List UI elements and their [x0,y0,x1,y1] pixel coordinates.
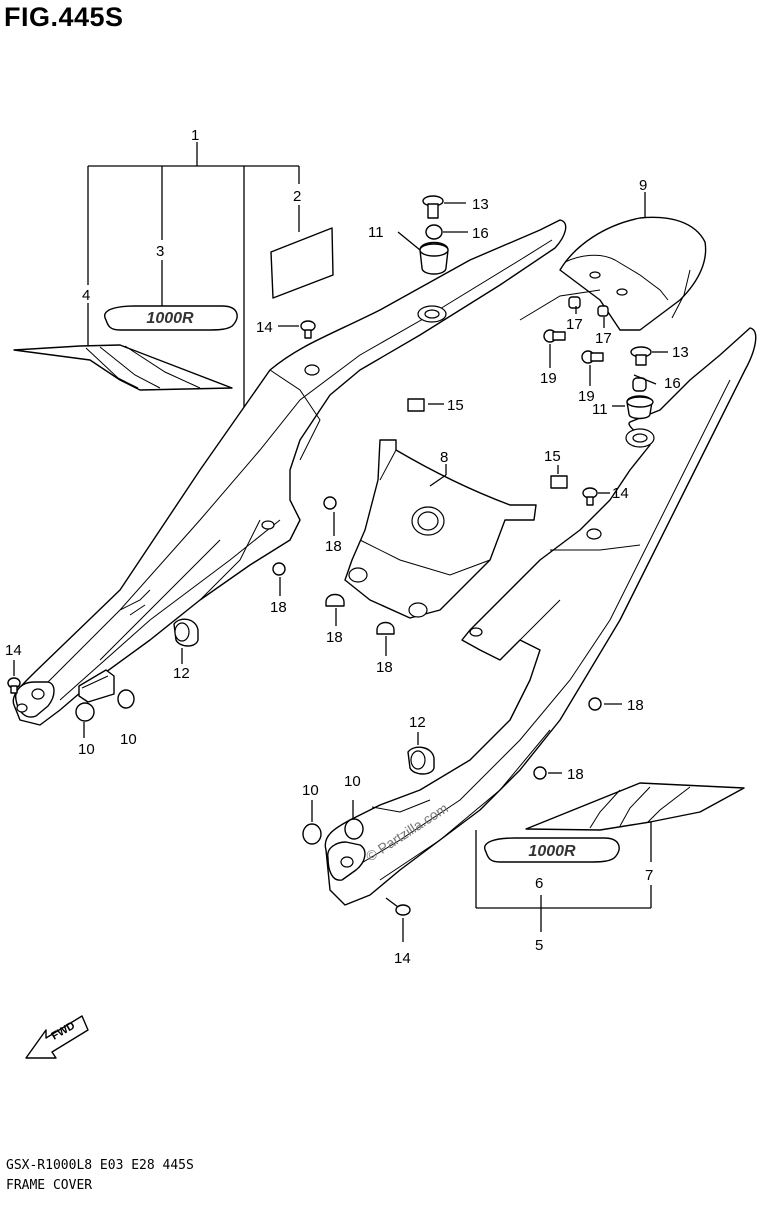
nut-part-17-b [597,305,609,317]
damper-part-10-d [302,823,322,845]
emblem-text-left: 1000R [146,310,194,327]
fwd-arrow: FWD [25,1015,89,1059]
callout-4: 4 [82,287,90,304]
figure-title: FIG.445S [4,2,124,32]
callout-8: 8 [440,449,448,466]
clip-part-15-b [550,475,568,489]
callout-13-a: 13 [472,196,489,213]
grommet-part-11-top [397,231,449,275]
callout-9: 9 [639,177,647,194]
grommet-part-11-right [612,395,654,420]
damper-part-10-b [75,702,95,722]
leader-lines [13,192,657,942]
emblem-part-3: 1000R [104,305,238,331]
callout-5: 5 [535,937,543,954]
left-frame-cover [12,219,567,726]
stripe-decal-part-4 [13,344,233,391]
callout-18-b: 18 [270,599,287,616]
callout-15-b: 15 [544,448,561,465]
callout-19-b: 19 [578,388,595,405]
clip-part-15-a [407,398,425,412]
emblem-part-6: 1000R [484,837,620,863]
callout-16-b: 16 [664,375,681,392]
section-name: FRAME COVER [6,1178,93,1193]
callout-numbers: 1 2 3 4 5 6 7 8 9 10 10 10 10 11 11 12 1… [5,127,689,967]
clip-part-18-d [376,621,395,635]
screw-part-14-b [582,487,610,506]
collar-part-16-right [632,377,647,392]
clip-part-18-c [325,593,345,607]
damper-part-10-c [117,689,135,709]
callout-15-a: 15 [447,397,464,414]
callout-10-a: 10 [78,741,95,758]
callout-11-b: 11 [592,401,608,418]
callout-11-a: 11 [368,224,384,241]
bolt-part-19-a [543,329,566,343]
callout-17-b: 17 [595,330,612,347]
callout-18-e: 18 [627,697,644,714]
callout-10-c: 10 [302,782,319,799]
label-sheet-part-2 [270,227,334,299]
emblem-text-right: 1000R [528,843,576,860]
damper-part-10-a [78,669,115,703]
callout-10-b: 10 [120,731,137,748]
callout-18-d: 18 [376,659,393,676]
screw-part-13-right [630,346,668,366]
callout-19-a: 19 [540,370,557,387]
callout-13-b: 13 [672,344,689,361]
stripe-decal-part-7 [525,782,745,831]
center-cover-part-8 [344,439,537,619]
collar-part-16-top [425,224,468,240]
clip-part-18-a [323,496,337,510]
clip-part-18-e [588,697,602,711]
clip-part-18-b [272,562,286,576]
callout-10-d: 10 [344,773,361,790]
right-frame-cover [324,327,757,906]
screw-part-14-d [385,897,411,916]
screw-part-14-a [278,320,316,339]
callout-14-a: 14 [256,319,273,336]
nut-part-17-a [568,296,581,309]
screw-part-13-top [422,195,466,219]
callout-18-a: 18 [325,538,342,555]
callout-12-a: 12 [173,665,190,682]
bracket-lines-1 [87,142,300,420]
callout-2: 2 [293,188,301,205]
bolt-part-19-b [581,350,604,364]
callout-14-d: 14 [394,950,411,967]
clip-part-18-f [533,766,547,780]
callout-3: 3 [156,243,164,260]
callout-14-c: 14 [5,642,22,659]
grommet-part-12-a [173,618,199,647]
bracket-lines-5 [475,820,652,932]
callout-12-b: 12 [409,714,426,731]
callout-18-c: 18 [326,629,343,646]
model-code: GSX-R1000L8 E03 E28 445S [6,1158,194,1173]
grommet-part-12-b [407,746,435,775]
screw-part-14-c [7,677,21,694]
callout-16-a: 16 [472,225,489,242]
damper-part-10-e [344,818,364,840]
callout-14-b: 14 [612,485,629,502]
callout-7: 7 [645,867,653,884]
callout-6: 6 [535,875,543,892]
callout-17-a: 17 [566,316,583,333]
callout-1: 1 [191,127,199,144]
callout-18-f: 18 [567,766,584,783]
tail-cowl-part-9 [519,216,707,331]
